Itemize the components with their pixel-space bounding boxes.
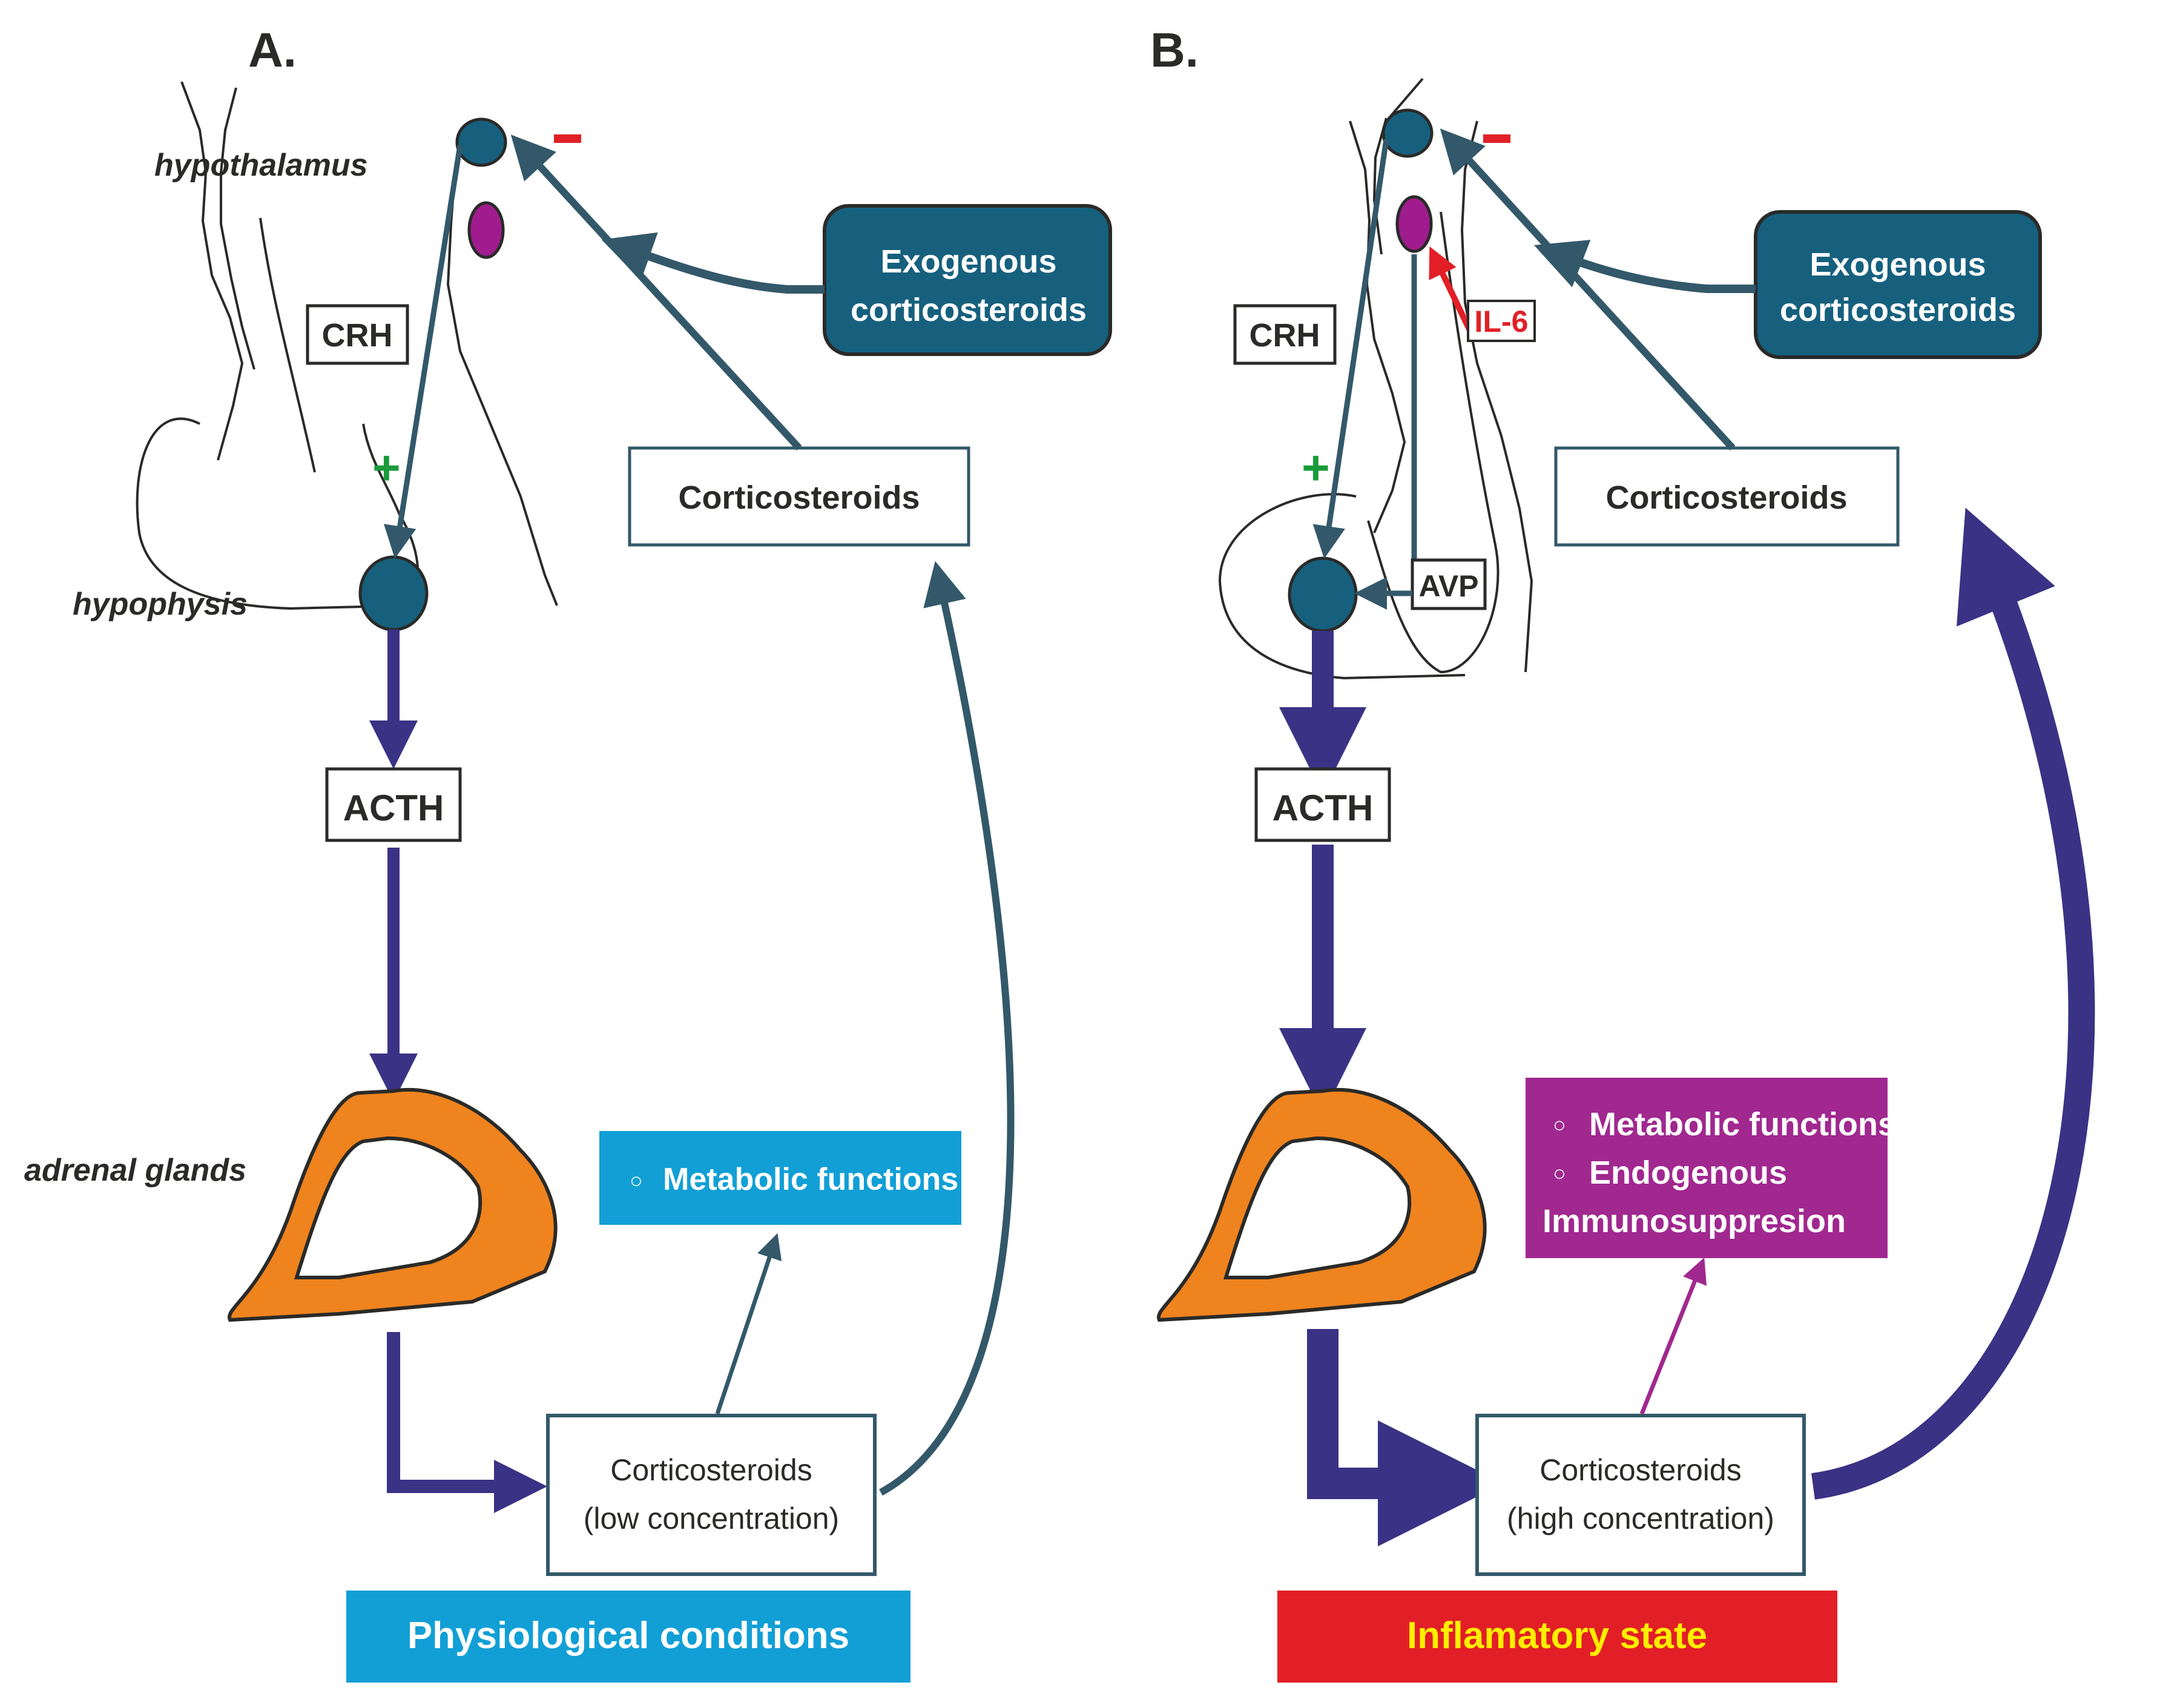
adrenal-to-corticosteroids-arrow-b (1307, 1329, 1504, 1546)
corticosteroids-bottom-line2-b: (high concentration) (1507, 1502, 1774, 1535)
hypothalamus-label: hypothalamus (154, 148, 368, 183)
exogenous-line2: corticosteroids (851, 292, 1087, 328)
exogenous-line2-b: corticosteroids (1780, 292, 2016, 328)
exogenous-feedback-arrow-b-path (1533, 240, 1756, 293)
corticosteroids-bottom-line1-b: Corticosteroids (1539, 1453, 1741, 1487)
crh-arrow (383, 145, 463, 559)
exogenous-line1: Exogenous (880, 243, 1056, 280)
corticosteroids-bottom-box (546, 1414, 877, 1576)
negative-feedback-arrow-b (1440, 128, 1736, 451)
adrenal-to-corticosteroids-arrow (387, 1332, 547, 1513)
inflammatory-state-banner (1277, 1591, 1837, 1683)
plus-sign-b: + (1302, 441, 1330, 495)
acth-label: ACTH (343, 788, 444, 828)
corticosteroids-feedback-curve (879, 561, 1015, 1496)
effect2-bullet: ○ (1553, 1161, 1566, 1185)
exogenous-feedback-arrow-b (1550, 218, 1756, 285)
exogenous-line1-b: Exogenous (1809, 246, 1986, 283)
effect2-label: Endogenous (1589, 1155, 1787, 1191)
panel-b: B. + CRH AVP IL-6 Exogenous corticostero… (1150, 23, 2095, 1683)
effects-box (1526, 1078, 1888, 1258)
pituitary-nucleus-b (1288, 556, 1358, 633)
effect1-label: Metabolic functions (1589, 1106, 1896, 1143)
exogenous-corticosteroids-box (823, 204, 1112, 356)
crh-box-b (1233, 304, 1337, 365)
hypothalamus-nucleus-b (1381, 108, 1434, 158)
acth-box (325, 767, 462, 842)
corticosteroids-top-box-b (1554, 446, 1900, 547)
minus-sign (554, 134, 581, 143)
corticosteroids-to-metabolic-arrow (715, 1233, 782, 1415)
crh-label: CRH (322, 317, 393, 354)
exogenous-corticosteroids-box-b (1754, 210, 2042, 359)
physiological-conditions-label: Physiological conditions (407, 1615, 849, 1657)
paraventricular-nucleus (467, 201, 505, 259)
panel-b-letter: B. (1150, 23, 1199, 77)
hypophysis-label: hypophysis (73, 587, 248, 622)
corticosteroids-top-box (628, 446, 970, 547)
panel-a-letter: A. (248, 23, 297, 77)
il6-box (1467, 300, 1536, 342)
crh-label-b: CRH (1250, 317, 1320, 354)
corticosteroids-bottom-line2: (low concentration) (584, 1502, 839, 1535)
crh-arrow-b (1312, 139, 1389, 559)
adrenal-gland (227, 1087, 558, 1322)
brain-outline-b (1218, 77, 1533, 680)
acth-box-b (1254, 767, 1391, 842)
il6-arrow (1429, 246, 1474, 335)
corticosteroids-top-label-b: Corticosteroids (1605, 480, 1847, 516)
negative-feedback-arrow (510, 134, 802, 451)
effect3-label: Immunosuppresion (1543, 1203, 1846, 1239)
corticosteroids-bottom-line1: Corticosteroids (610, 1453, 812, 1487)
paraventricular-nucleus-b (1395, 195, 1433, 253)
hypothalamus-nucleus (455, 117, 507, 167)
corticosteroids-to-effects-arrow (1639, 1258, 1707, 1415)
effect1-bullet: ○ (1553, 1112, 1566, 1137)
inflammatory-state-label: Inflamatory state (1407, 1615, 1707, 1657)
crh-box (306, 304, 409, 365)
metabolic-functions-label: Metabolic functions (663, 1162, 958, 1197)
corticosteroids-top-label: Corticosteroids (678, 480, 920, 516)
corticosteroids-bottom-box-b (1475, 1414, 1806, 1576)
avp-label: AVP (1418, 569, 1478, 603)
il6-label: IL-6 (1475, 305, 1529, 338)
pituitary-nucleus (358, 555, 429, 631)
adrenal-gland-b (1156, 1087, 1487, 1322)
panel-a: A. hypothalamus hypophysis adrenal gland… (24, 23, 1112, 1683)
metabolic-functions-box (599, 1131, 961, 1225)
high-corticosteroids-feedback-curve (1811, 507, 2095, 1500)
exogenous-feedback-arrow (601, 232, 825, 294)
acth-label-b: ACTH (1273, 788, 1374, 828)
metabolic-bullet: ○ (630, 1168, 643, 1193)
minus-sign-b (1483, 134, 1510, 143)
physiological-conditions-banner (346, 1591, 910, 1683)
avp-box (1411, 558, 1487, 610)
adrenal-glands-label: adrenal glands (24, 1153, 246, 1188)
plus-sign: + (372, 441, 401, 495)
